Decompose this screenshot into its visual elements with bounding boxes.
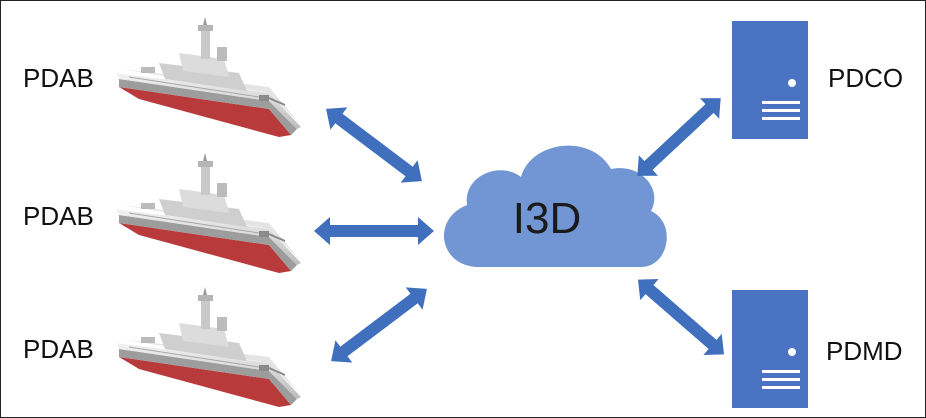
server-icon bbox=[732, 290, 808, 408]
server-label-pdco: PDCO bbox=[828, 63, 904, 93]
server-icon bbox=[732, 21, 808, 139]
double-arrow-icon bbox=[628, 269, 734, 365]
ship-label-3: PDAB bbox=[23, 334, 94, 364]
double-arrow-icon bbox=[317, 97, 431, 193]
cloud-label: I3D bbox=[513, 194, 581, 243]
ship-label-2: PDAB bbox=[23, 201, 94, 231]
server-label-pdmd: PDMD bbox=[826, 336, 903, 366]
cloud-icon bbox=[444, 145, 667, 267]
ship-icon bbox=[116, 16, 302, 138]
ship-icon bbox=[116, 286, 302, 408]
ship-label-1: PDAB bbox=[23, 63, 94, 93]
double-arrow-icon bbox=[314, 217, 434, 245]
double-arrow-icon bbox=[322, 277, 436, 373]
double-arrow-icon bbox=[627, 87, 731, 187]
ship-icon bbox=[116, 152, 302, 274]
